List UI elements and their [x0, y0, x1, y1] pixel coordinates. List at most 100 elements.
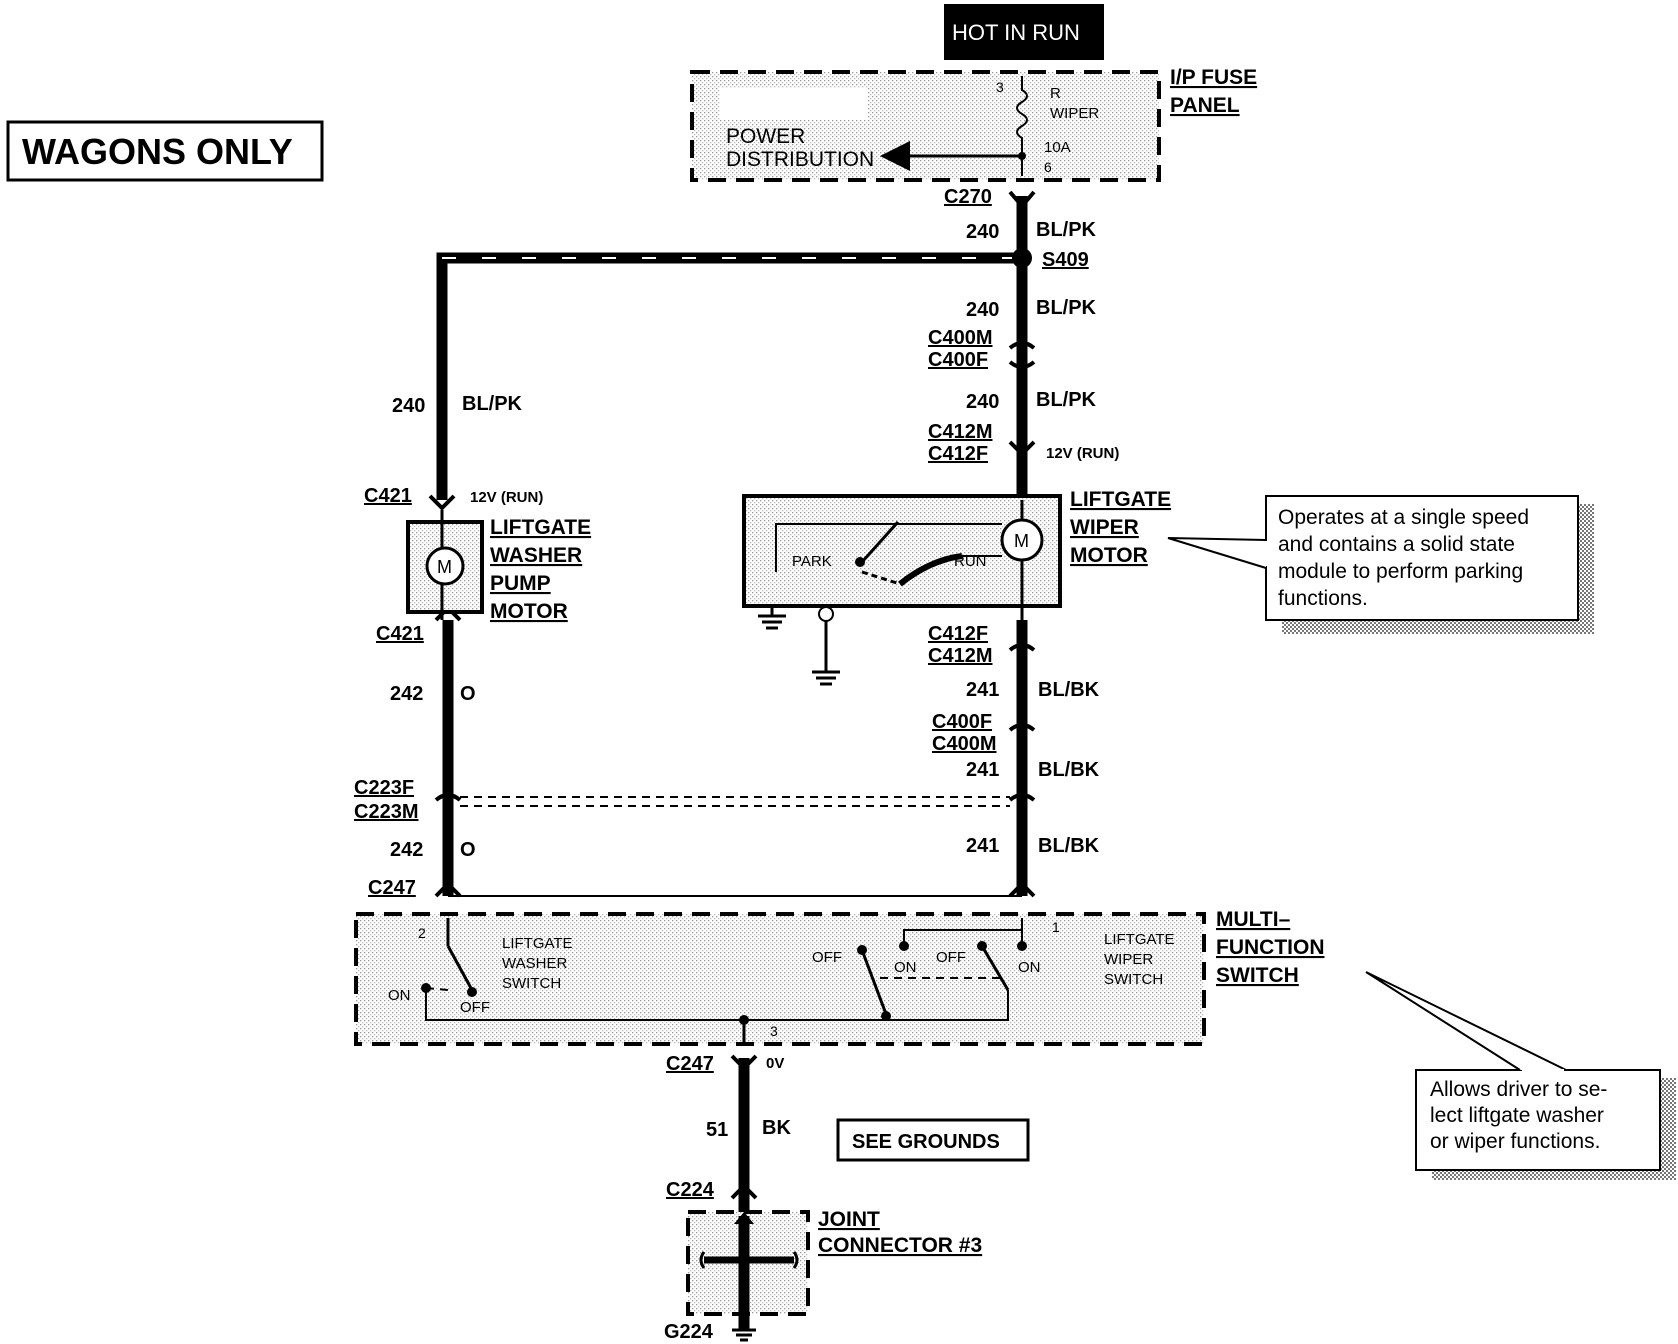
pump-motor-symbol — [425, 546, 465, 586]
wiper-switch-label-1: LIFTGATE — [1104, 931, 1175, 948]
voltage-pump-motor: 12V (RUN) — [470, 489, 543, 506]
mfs-label-1: MULTI– — [1216, 908, 1291, 931]
splice-s409: S409 — [1042, 249, 1089, 271]
see-grounds-box — [836, 1118, 1030, 1162]
connector-c421-bottom: C421 — [376, 623, 424, 645]
wiper-label-1: LIFTGATE — [1070, 488, 1171, 511]
connector-c223m: C223M — [354, 801, 418, 823]
pin-3-label: 3 — [770, 1023, 778, 1039]
fuse-pin-out: 6 — [1044, 159, 1052, 175]
mfs-label-3: SWITCH — [1216, 964, 1299, 987]
connector-c247-top: C247 — [368, 877, 416, 899]
pump-label-3: PUMP — [490, 572, 551, 595]
washer-switch-label-1: LIFTGATE — [502, 935, 573, 952]
connector-c412f-top: C412F — [928, 443, 988, 465]
wiper-note-line-2: and contains a solid state — [1278, 533, 1515, 556]
wire-242-num-1: 242 — [390, 683, 423, 705]
multi-function-switch: MULTI– FUNCTION SWITCH 2 ON OFF LIFTGATE… — [354, 908, 1325, 1046]
fuse-r-label: R — [1050, 85, 1061, 102]
wire-240-num-1: 240 — [966, 221, 999, 243]
pump-label-2: WASHER — [490, 544, 582, 567]
fuse-panel: R WIPER 10A 3 6 POWER DISTRIBUTION I/P F… — [690, 66, 1257, 182]
washer-switch-label-2: WASHER — [502, 955, 567, 972]
wire-241-num-3: 241 — [966, 835, 999, 857]
connector-c247-bottom: C247 — [666, 1053, 714, 1075]
wire-242-color-2: O — [460, 839, 476, 861]
wire-51-color: BK — [762, 1117, 791, 1139]
wiper-sw-on-label-1: ON — [894, 959, 917, 976]
hot-in-run-box: HOT IN RUN — [944, 4, 1104, 60]
power-distribution-line1: POWER — [726, 125, 805, 148]
mfs-note-line-1: Allows driver to se- — [1430, 1078, 1607, 1101]
pump-label-4: MOTOR — [490, 600, 568, 623]
fuse-name-label: WIPER — [1050, 105, 1099, 122]
wiper-label-2: WIPER — [1070, 516, 1139, 539]
connector-c412f-bottom: C412F — [928, 623, 988, 645]
wiper-park-circuit — [775, 523, 1002, 572]
wagons-only-box: WAGONS ONLY — [6, 120, 324, 182]
ground-g224: G224 — [664, 1321, 714, 1343]
mfs-note-line-3: or wiper functions. — [1430, 1130, 1600, 1153]
wire-51-num: 51 — [706, 1119, 728, 1141]
connector-c223f: C223F — [354, 777, 414, 799]
wire-241-num-1: 241 — [966, 679, 999, 701]
mfs-label-2: FUNCTION — [1216, 936, 1325, 959]
wiper-sw-on-label-2: ON — [1018, 959, 1041, 976]
joint-connector-3: JOINT CONNECTOR #3 G224 — [664, 1208, 982, 1343]
fuse-rating-label: 10A — [1044, 139, 1071, 156]
wire-240-num-2: 240 — [966, 299, 999, 321]
hot-in-run-label: HOT IN RUN — [952, 20, 1080, 45]
wiper-note-line-1: Operates at a single speed — [1278, 506, 1529, 529]
wire-242-num-2: 242 — [390, 839, 423, 861]
mfs-note-line-2: lect liftgate washer — [1430, 1104, 1604, 1127]
power-distribution-line2: DISTRIBUTION — [726, 148, 874, 171]
fuse-pin-in: 3 — [996, 79, 1004, 95]
wire-241-color-3: BL/BK — [1038, 835, 1100, 857]
washer-on-label: ON — [388, 987, 411, 1004]
wire-240-num-left: 240 — [392, 395, 425, 417]
wiper-label-3: MOTOR — [1070, 544, 1148, 567]
wiper-switch-label-2: WIPER — [1104, 951, 1153, 968]
ground-wire: C247 0V 51 BK C224 SEE GROUNDS — [666, 1053, 1030, 1330]
splice-s409-dot — [1012, 248, 1032, 268]
voltage-ground: 0V — [766, 1055, 784, 1072]
wire-241-color-2: BL/BK — [1038, 759, 1100, 781]
wiper-note-line-4: functions. — [1278, 587, 1368, 610]
joint-label-2: CONNECTOR #3 — [818, 1234, 982, 1257]
joint-label-1: JOINT — [818, 1208, 880, 1231]
wiper-motor-m: M — [1014, 531, 1029, 551]
connector-c421-top: C421 — [364, 485, 412, 507]
wiper-note-callout: Operates at a single speed and contains … — [1167, 495, 1594, 634]
pump-label-1: LIFTGATE — [490, 516, 591, 539]
wire-240-color-left: BL/PK — [462, 393, 523, 415]
connector-c224: C224 — [666, 1179, 715, 1201]
wiper-switch-label-3: SWITCH — [1104, 971, 1163, 988]
right-trunk-wire — [1008, 190, 1036, 898]
mfs-note-callout: Allows driver to se- lect liftgate washe… — [1365, 971, 1676, 1180]
wiper-motor: M PARK RUN LIFTGATE WIPER MOTOR — [742, 488, 1171, 686]
washer-switch-label-3: SWITCH — [502, 975, 561, 992]
fuse-panel-title-2: PANEL — [1170, 94, 1240, 117]
connector-c400m-bottom: C400M — [932, 733, 996, 755]
fuse-panel-title-1: I/P FUSE — [1170, 66, 1257, 89]
pump-motor-m: M — [437, 557, 452, 577]
connector-c270: C270 — [944, 186, 992, 208]
pin-1-label: 1 — [1052, 919, 1060, 935]
run-label: RUN — [954, 553, 987, 570]
park-label: PARK — [792, 553, 832, 570]
wire-241-num-2: 241 — [966, 759, 999, 781]
wire-242-color-1: O — [460, 683, 476, 705]
washer-pump-motor: M LIFTGATE WASHER PUMP MOTOR — [406, 510, 591, 623]
wiper-sw-off-label-2: OFF — [936, 949, 966, 966]
wire-241-color-1: BL/BK — [1038, 679, 1100, 701]
washer-off-label: OFF — [460, 999, 490, 1016]
wire-240-num-3: 240 — [966, 391, 999, 413]
pin-2-label: 2 — [418, 925, 426, 941]
wiper-note-line-3: module to perform parking — [1278, 560, 1523, 583]
fuse-symbol — [1016, 76, 1028, 176]
connector-c400m-top: C400M — [928, 327, 992, 349]
wiper-sw-off-label-1: OFF — [812, 949, 842, 966]
wire-240-color-2: BL/PK — [1036, 297, 1097, 319]
wagons-only-label: WAGONS ONLY — [22, 131, 293, 172]
